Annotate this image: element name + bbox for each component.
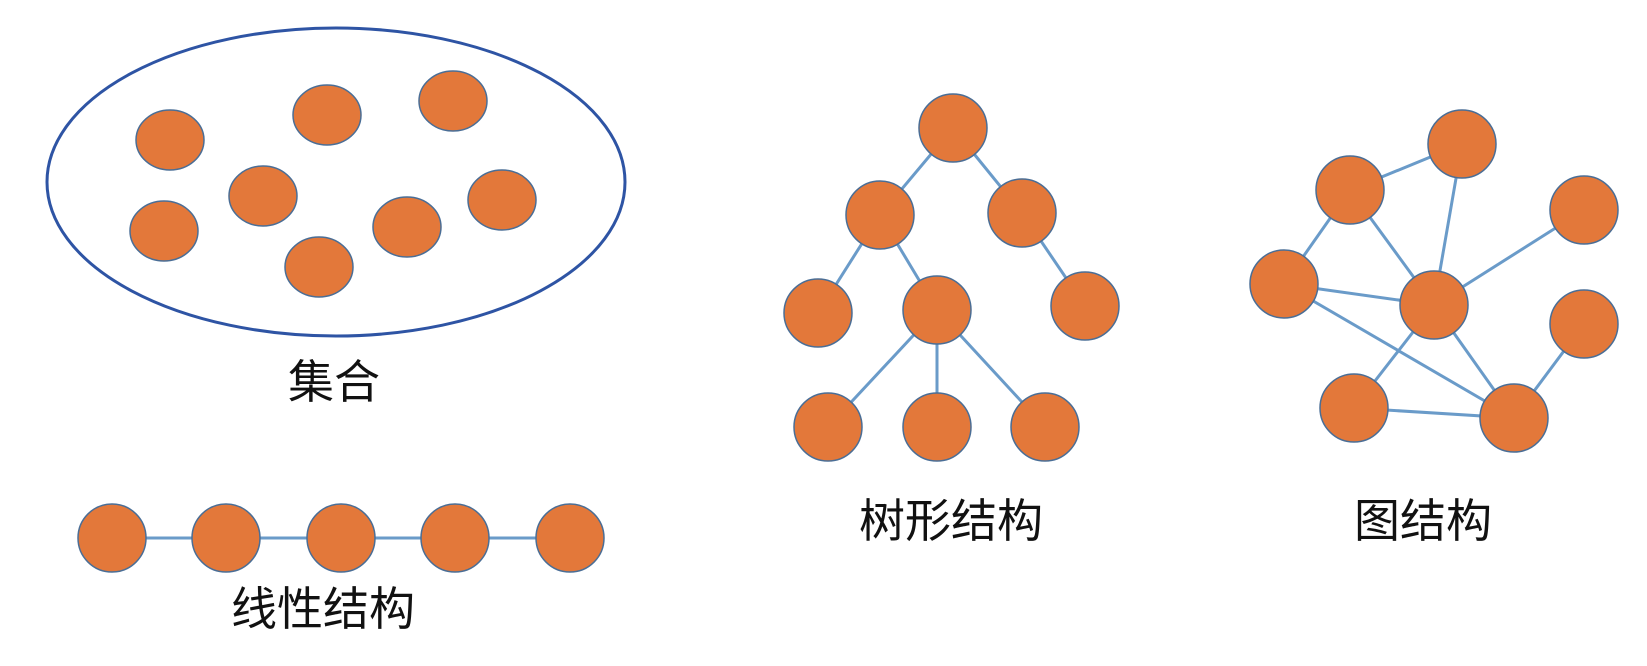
- tree-node: [783, 278, 853, 348]
- graph-node: [1399, 270, 1469, 340]
- tree-node: [1010, 392, 1080, 462]
- graph-node: [1319, 373, 1389, 443]
- tree-node: [845, 180, 915, 250]
- graph-node: [1479, 383, 1549, 453]
- tree-caption: 树形结构: [859, 494, 1043, 548]
- set-element-node: [467, 169, 537, 231]
- set-element-node: [135, 109, 205, 171]
- linear-node: [306, 503, 376, 573]
- tree-node: [1050, 271, 1120, 341]
- set-element-node: [228, 165, 298, 227]
- graph-node: [1427, 109, 1497, 179]
- tree-node: [793, 392, 863, 462]
- set-element-node: [372, 196, 442, 258]
- set-diagram: 集合: [45, 26, 627, 409]
- set-caption: 集合: [288, 355, 380, 409]
- linear-node: [535, 503, 605, 573]
- linear-caption: 线性结构: [231, 582, 415, 636]
- linear-node: [77, 503, 147, 573]
- tree-node: [902, 275, 972, 345]
- graph-node: [1315, 155, 1385, 225]
- graph-diagram: 图结构: [1249, 109, 1619, 548]
- graph-node: [1249, 249, 1319, 319]
- set-element-node: [418, 70, 488, 132]
- graph-caption: 图结构: [1354, 494, 1492, 548]
- set-boundary: [45, 26, 627, 338]
- tree-node: [987, 178, 1057, 248]
- linear-node: [191, 503, 261, 573]
- linear-node: [420, 503, 490, 573]
- tree-diagram: 树形结构: [783, 93, 1120, 548]
- graph-node: [1549, 175, 1619, 245]
- tree-node: [902, 392, 972, 462]
- graph-node: [1549, 289, 1619, 359]
- set-element-node: [284, 236, 354, 298]
- set-element-node: [129, 200, 199, 262]
- set-element-node: [292, 84, 362, 146]
- linear-diagram: 线性结构: [77, 503, 605, 636]
- tree-node-root: [918, 93, 988, 163]
